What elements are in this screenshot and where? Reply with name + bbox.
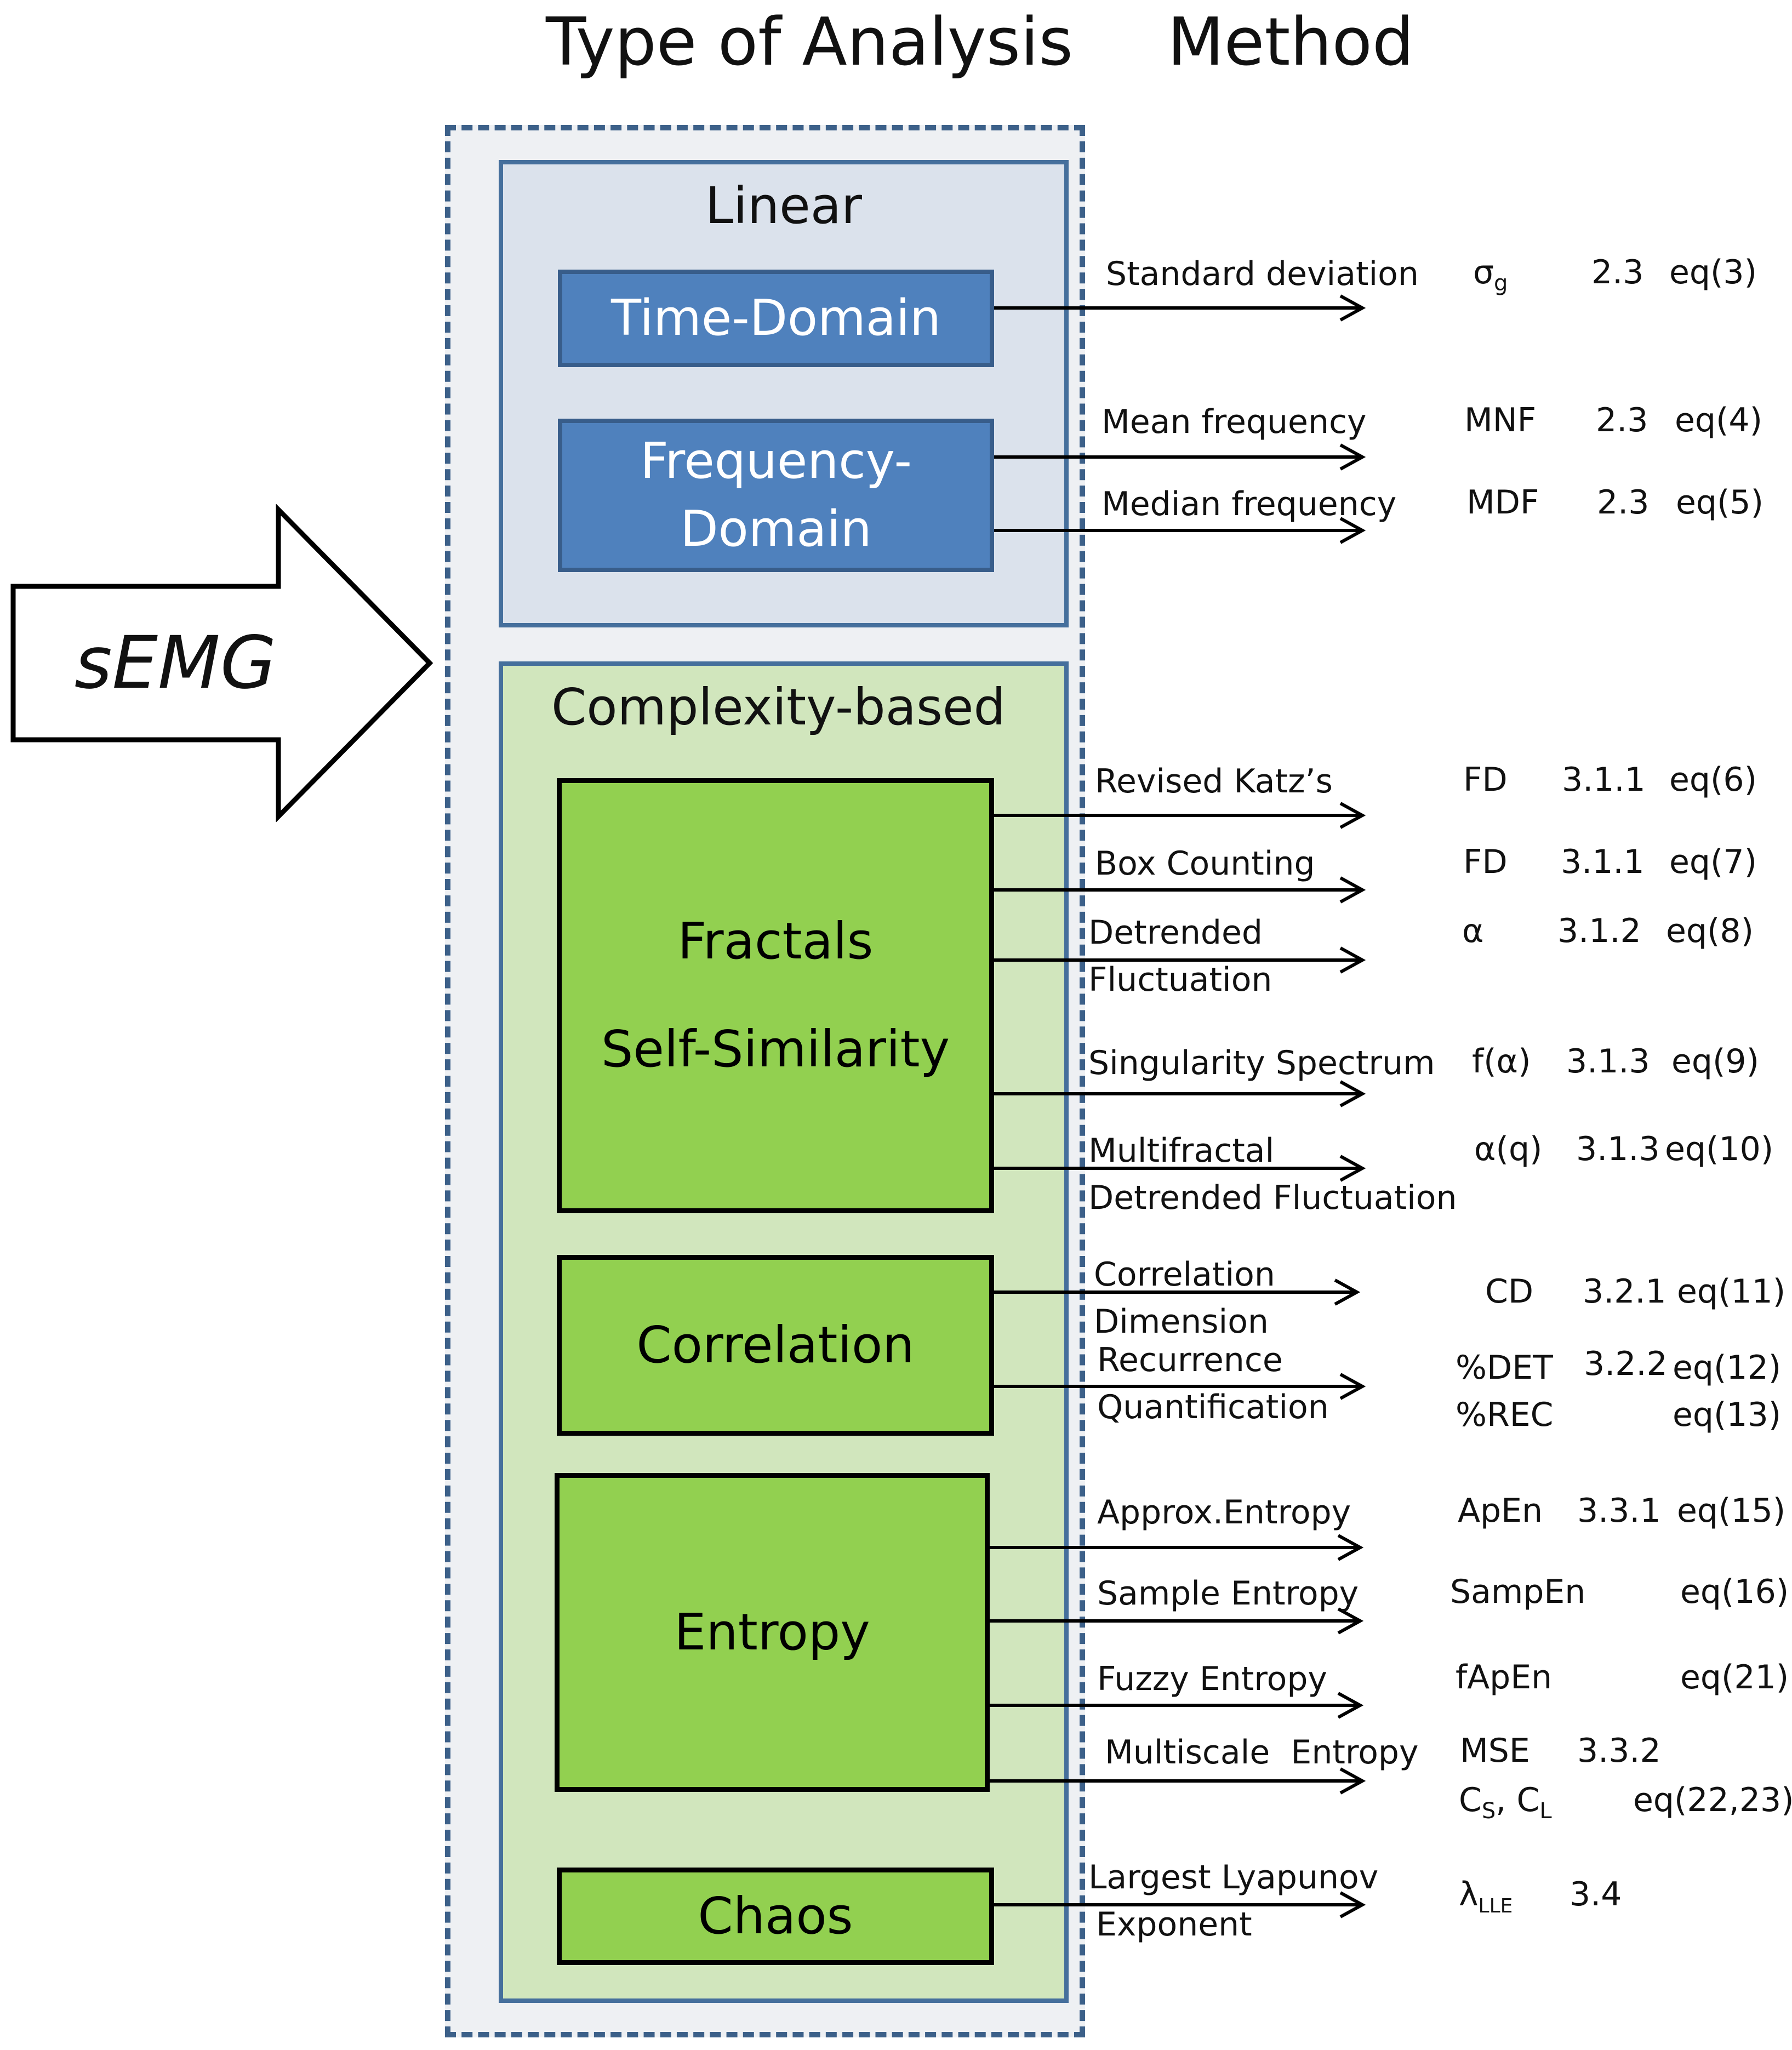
complexity-group-title: Complexity-based (551, 678, 1006, 736)
symbol-apen: ApEn (1458, 1492, 1543, 1530)
semg-input-arrow (10, 504, 433, 822)
section-lle: 3.4 (1570, 1875, 1622, 1914)
symbol-mse: MSE (1460, 1732, 1530, 1770)
section-mnf: 2.3 (1596, 401, 1648, 439)
header-type-of-analysis: Type of Analysis (546, 4, 1073, 81)
arrow-revised-katz (994, 802, 1366, 829)
eq-cd: eq(11) (1677, 1272, 1786, 1311)
arrow-lyapunov (994, 1891, 1366, 1918)
method-revised-katz: Revised Katz’s (1095, 762, 1333, 801)
time-domain-box: Time-Domain (558, 270, 994, 367)
method-singularity-spectrum: Singularity Spectrum (1088, 1044, 1435, 1082)
arrow-box-counting (994, 876, 1366, 904)
eq-singularity: eq(9) (1671, 1042, 1759, 1081)
symbol-alpha-q: α(q) (1474, 1130, 1543, 1168)
arrow-singularity-spectrum (994, 1080, 1366, 1107)
symbol-cs-cl: CS, CL (1459, 1781, 1552, 1824)
section-dfa: 3.1.2 (1557, 912, 1641, 950)
section-rqa: 3.2.2 (1584, 1345, 1668, 1383)
section-singularity: 3.1.3 (1566, 1042, 1650, 1081)
arrow-standard-deviation (994, 294, 1366, 322)
fractals-label: Fractals (677, 912, 874, 971)
arrow-mean-frequency (994, 443, 1366, 471)
section-apen: 3.3.1 (1577, 1492, 1661, 1530)
symbol-fapen: fApEn (1456, 1658, 1553, 1697)
arrow-detrended-fluctuation (994, 946, 1366, 974)
method-box-counting: Box Counting (1095, 844, 1315, 883)
arrow-sample-entropy (990, 1607, 1364, 1635)
method-approx-entropy: Approx.Entropy (1097, 1493, 1351, 1532)
method-multiscale-entropy: Multiscale Entropy (1105, 1733, 1419, 1772)
eq-box: eq(7) (1669, 843, 1757, 881)
arrow-recurrence (994, 1373, 1366, 1400)
eq-mse: eq(22,23) (1633, 1781, 1792, 1819)
eq-rqa: eq(12)eq(13) (1673, 1349, 1782, 1434)
section-std: 2.3 (1591, 253, 1644, 292)
symbol-f-alpha: f(α) (1472, 1042, 1531, 1081)
correlation-label: Correlation (636, 1315, 915, 1374)
eq-sampen: eq(16) (1680, 1573, 1789, 1611)
arrow-correlation-dimension (994, 1278, 1361, 1306)
symbol-mdf: MDF (1466, 483, 1539, 522)
method-mean-frequency: Mean frequency (1102, 403, 1367, 441)
semg-label: sEMG (74, 621, 277, 705)
entropy-box: Entropy (555, 1473, 990, 1792)
chaos-label: Chaos (698, 1886, 853, 1945)
symbol-fd-box: FD (1463, 843, 1508, 881)
method-fuzzy-entropy: Fuzzy Entropy (1097, 1660, 1327, 1698)
self-similarity-label: Self-Similarity (601, 1020, 950, 1078)
section-cd: 3.2.1 (1583, 1272, 1667, 1311)
method-median-frequency: Median frequency (1102, 485, 1397, 523)
section-box: 3.1.1 (1561, 843, 1645, 881)
section-mfdfa: 3.1.3 (1576, 1130, 1660, 1168)
frequency-domain-label-line2: Domain (680, 500, 872, 558)
arrow-median-frequency (994, 517, 1366, 544)
section-mdf: 2.3 (1597, 483, 1650, 522)
frequency-domain-label-line1: Frequency- (640, 432, 912, 490)
eq-fapen: eq(21) (1680, 1658, 1789, 1697)
method-standard-deviation: Standard deviation (1106, 255, 1419, 293)
eq-mfdfa: eq(10) (1665, 1130, 1774, 1168)
eq-mnf: eq(4) (1675, 401, 1762, 439)
method-sample-entropy: Sample Entropy (1097, 1574, 1359, 1613)
symbol-sampen: SampEn (1450, 1573, 1586, 1611)
eq-dfa: eq(8) (1666, 912, 1754, 950)
eq-katz: eq(6) (1669, 761, 1757, 799)
arrow-multiscale-entropy (990, 1767, 1366, 1795)
frequency-domain-box: Frequency- Domain (558, 419, 994, 572)
entropy-label: Entropy (674, 1602, 870, 1661)
eq-apen: eq(15) (1677, 1492, 1786, 1530)
symbol-det-rec: %DET%REC (1456, 1349, 1554, 1434)
arrow-fuzzy-entropy (990, 1692, 1364, 1719)
linear-group-title: Linear (705, 176, 862, 235)
eq-mdf: eq(5) (1676, 483, 1764, 522)
section-mse: 3.3.2 (1577, 1732, 1661, 1770)
symbol-lambda-lle: λLLE (1459, 1875, 1513, 1917)
section-katz: 3.1.1 (1562, 761, 1646, 799)
arrow-multifractal (994, 1155, 1366, 1182)
arrow-approx-entropy (990, 1534, 1364, 1561)
symbol-cd: CD (1485, 1272, 1534, 1311)
symbol-alpha: α (1462, 912, 1484, 950)
correlation-box: Correlation (557, 1255, 994, 1436)
eq-std: eq(3) (1669, 253, 1757, 292)
symbol-sigma-g: σg (1473, 253, 1508, 296)
symbol-mnf: MNF (1464, 401, 1537, 439)
fractals-box: Fractals Self-Similarity (557, 778, 994, 1213)
symbol-fd-katz: FD (1463, 761, 1508, 799)
chaos-box: Chaos (557, 1868, 994, 1965)
header-method: Method (1167, 4, 1414, 81)
time-domain-label: Time-Domain (611, 289, 941, 347)
